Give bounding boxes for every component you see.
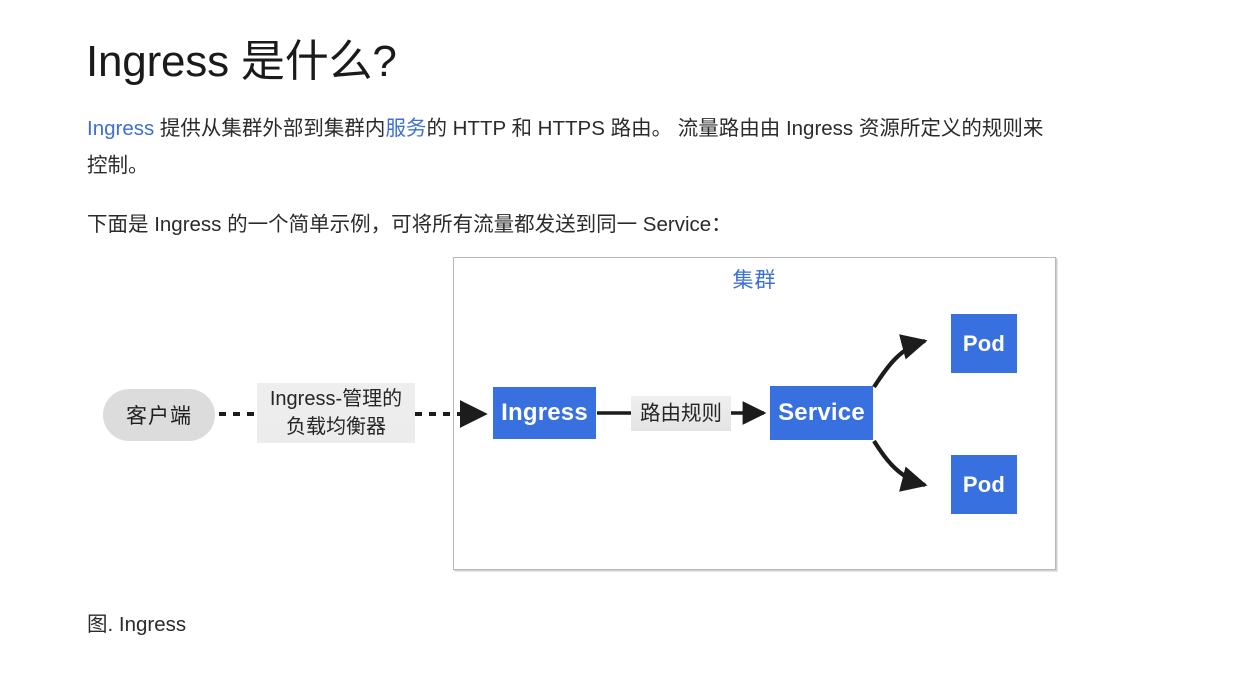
edge-label-load-balancer-line-2: 负载均衡器 [286, 416, 386, 438]
edge-label-load-balancer: Ingress-管理的 负载均衡器 [257, 383, 415, 443]
edge-label-routing-rules: 路由规则 [631, 396, 731, 431]
node-client[interactable]: 客户端 [103, 389, 215, 441]
page-title: Ingress 是什么? [86, 37, 397, 87]
node-pod-1[interactable]: Pod [951, 314, 1017, 373]
cluster-label: 集群 [732, 269, 777, 292]
intro-paragraph: Ingress 提供从集群外部到集群内服务的 HTTP 和 HTTPS 路由。 … [87, 110, 1062, 184]
link-service[interactable]: 服务 [385, 116, 427, 140]
link-ingress[interactable]: Ingress [87, 116, 155, 140]
intro-text-segment-2: 的 HTTP 和 HTTPS 路由。 流量路由由 Ingress 资源所定义的规… [87, 116, 1044, 177]
edge-label-load-balancer-line-1: Ingress-管理的 [269, 388, 403, 410]
node-ingress[interactable]: Ingress [493, 387, 596, 439]
node-service[interactable]: Service [770, 386, 873, 440]
intro-text-segment-1: 提供从集群外部到集群内 [154, 116, 386, 140]
example-paragraph: 下面是 Ingress 的一个简单示例，可将所有流量都发送到同一 Service… [87, 212, 732, 236]
node-pod-2[interactable]: Pod [951, 455, 1017, 514]
figure-caption: 图. Ingress [87, 613, 187, 636]
